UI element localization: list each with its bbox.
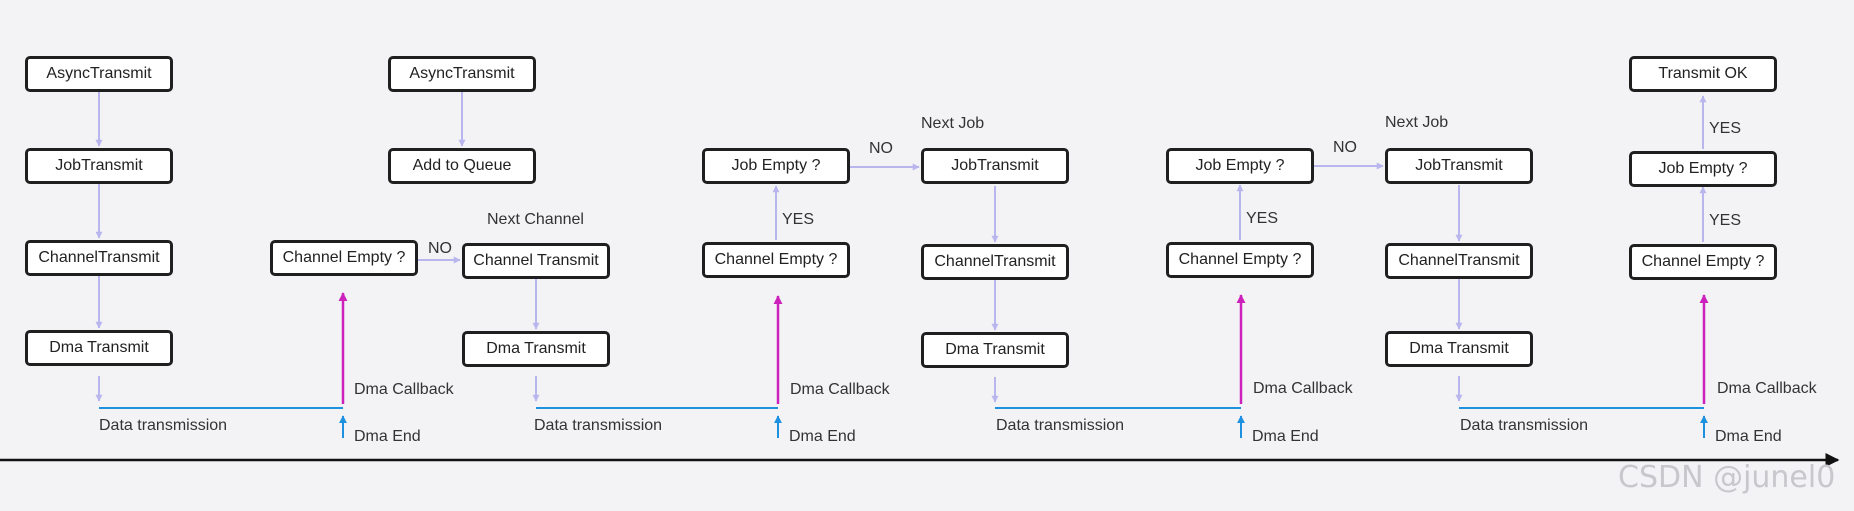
dma-transmit-node: Dma Transmit [462, 331, 610, 367]
dma-end-label: Dma End [354, 428, 421, 445]
no-label: NO [1333, 139, 1357, 156]
data-transmission-label: Data transmission [996, 417, 1125, 434]
dma-end-label: Dma End [1715, 428, 1782, 445]
dma-callback-label: Dma Callback [1717, 380, 1817, 397]
yes-label: YES [1246, 210, 1279, 227]
dma-callback-label: Dma Callback [1253, 380, 1353, 397]
dma-end-label: Dma End [1252, 428, 1319, 445]
dma-transmit-node: Dma Transmit [25, 330, 173, 366]
channel-transmit-node: ChannelTransmit [25, 240, 173, 276]
job-empty-decision: Job Empty ? [1629, 151, 1777, 187]
async-transmit-node: AsyncTransmit [388, 56, 536, 92]
yes-label: YES [1709, 120, 1742, 137]
next-job-label: Next Job [921, 115, 985, 132]
channel-empty-decision: Channel Empty ? [1166, 242, 1314, 278]
data-transmission-label: Data transmission [1460, 417, 1589, 434]
data-transmission-label: Data transmission [534, 417, 663, 434]
job-empty-decision: Job Empty ? [1166, 148, 1314, 184]
channel-empty-decision: Channel Empty ? [270, 240, 418, 276]
yes-label: YES [782, 211, 815, 228]
job-transmit-node: JobTransmit [921, 148, 1069, 184]
dma-transmit-node: Dma Transmit [921, 332, 1069, 368]
channel-empty-decision: Channel Empty ? [702, 242, 850, 278]
next-job-label: Next Job [1385, 114, 1449, 131]
yes-label: YES [1709, 212, 1742, 229]
channel-transmit-node: Channel Transmit [462, 243, 610, 279]
add-to-queue-node: Add to Queue [388, 148, 536, 184]
data-transmission-label: Data transmission [99, 417, 228, 434]
job-transmit-node: JobTransmit [25, 148, 173, 184]
dma-end-label: Dma End [789, 428, 856, 445]
job-empty-decision: Job Empty ? [702, 148, 850, 184]
channel-transmit-node: ChannelTransmit [921, 244, 1069, 280]
no-label: NO [428, 240, 452, 257]
next-channel-label: Next Channel [487, 211, 584, 228]
watermark: CSDN @junel0 [1618, 460, 1836, 495]
channel-transmit-node: ChannelTransmit [1385, 243, 1533, 279]
dma-callback-label: Dma Callback [790, 381, 890, 398]
async-transmit-node: AsyncTransmit [25, 56, 173, 92]
job-transmit-node: JobTransmit [1385, 148, 1533, 184]
channel-empty-decision: Channel Empty ? [1629, 244, 1777, 280]
dma-transmit-node: Dma Transmit [1385, 331, 1533, 367]
dma-callback-label: Dma Callback [354, 381, 454, 398]
no-label: NO [869, 140, 893, 157]
transmit-ok-node: Transmit OK [1629, 56, 1777, 92]
